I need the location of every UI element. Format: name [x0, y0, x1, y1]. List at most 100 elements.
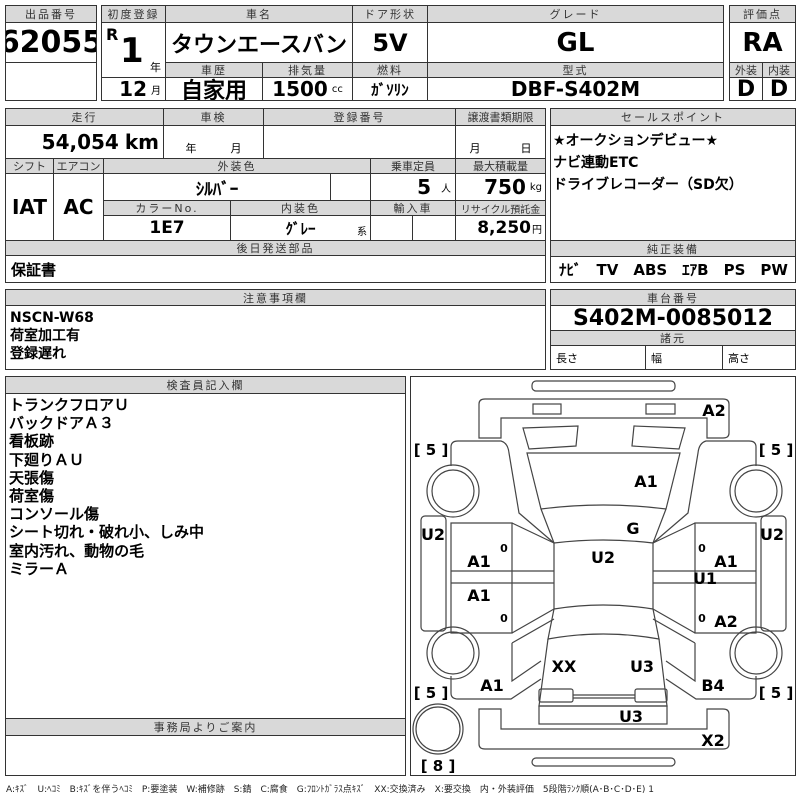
legend: A:ｷｽﾞ U:ﾍｺﾐ B:ｷｽﾞを伴うﾍｺﾐ P:要塗装 W:補修跡 S:錆 …	[6, 785, 654, 795]
right-rear-quarter	[652, 618, 757, 700]
chassis-label: 車台番号	[550, 289, 796, 306]
reg-no-value	[263, 125, 456, 159]
right-skirt	[760, 515, 787, 632]
spec-width: 幅	[645, 345, 723, 370]
ext-label: 外装	[729, 62, 763, 78]
inspector-line: ミラーＡ	[9, 559, 70, 578]
notes-label: 注意事項欄	[5, 289, 546, 306]
sales-point-label: セールスポイント	[550, 108, 796, 126]
max-load-value: 750	[484, 175, 526, 199]
rear-bumper	[478, 708, 730, 750]
score-label: 評価点	[729, 5, 796, 23]
damage-mark: A2	[714, 612, 738, 631]
first-reg-label: 初度登録	[101, 5, 166, 23]
fuel-label: 燃料	[352, 62, 428, 78]
displacement-value: 1500	[272, 77, 328, 101]
damage-mark: U2	[590, 548, 616, 567]
car-name-label: 車名	[165, 5, 353, 23]
front-bumper	[478, 398, 730, 439]
reg-no-label: 登録番号	[263, 108, 456, 126]
mileage-value: 54,054	[41, 130, 119, 154]
roof	[553, 543, 654, 610]
doc-deadline-label: 譲渡書類期限	[455, 108, 546, 126]
score-value: RA	[729, 22, 796, 63]
small-zero-mark: 0	[500, 542, 508, 555]
ac-label: エアコン	[53, 158, 104, 174]
equipment-label: 純正装備	[550, 240, 796, 257]
notes-box: NSCN-W68 荷室加工有 登録遅れ	[5, 305, 546, 370]
year: 1	[120, 31, 144, 71]
import-cell-2	[412, 215, 456, 241]
small-zero-mark: 0	[500, 612, 508, 625]
recycle-label: リサイクル預託金	[455, 200, 546, 216]
color-no-value: 1E7	[103, 215, 231, 241]
inspection-month-unit: 月	[230, 142, 242, 155]
sales-point-line: ナビ連動ETC	[553, 155, 639, 171]
rear-bar	[531, 757, 676, 767]
office-box	[5, 735, 406, 776]
grille	[522, 425, 686, 450]
damage-mark: X2	[701, 731, 725, 750]
door-label: ドア形状	[352, 5, 428, 23]
damage-mark: A1	[467, 552, 491, 571]
damage-mark: U1	[692, 569, 718, 588]
damage-mark: B4	[701, 676, 725, 695]
displacement-unit: cc	[331, 83, 343, 95]
right-front-fender	[652, 440, 757, 544]
left-front-fender	[450, 440, 555, 544]
rear-panel	[538, 705, 668, 725]
mileage-label: 走行	[5, 108, 164, 126]
int-color-label: 内装色	[230, 200, 371, 216]
ext-color-label: 外装色	[103, 158, 371, 174]
inspector-line: 天張傷	[9, 468, 55, 487]
inspector-label: 検査員記入欄	[5, 376, 406, 394]
left-skirt	[420, 515, 447, 632]
damage-mark: XX	[551, 657, 577, 676]
inspector-line: シート切れ・破れ小、しみ中	[9, 523, 205, 542]
damage-mark: A1	[714, 552, 738, 571]
damage-mark: A1	[634, 472, 658, 491]
taillight-left	[538, 688, 574, 703]
tire-left-front	[426, 464, 480, 518]
inspection-value: 年月	[163, 125, 264, 159]
lot-label: 出品番号	[5, 5, 97, 23]
damage-mark: U2	[420, 525, 446, 544]
inspector-line: コンソール傷	[9, 505, 100, 524]
int-color: ｸﾞﾚｰ系	[230, 215, 371, 241]
lot-number: 62055	[5, 22, 97, 63]
year-unit: 年	[150, 61, 161, 74]
month-unit: 月	[151, 85, 161, 97]
equipment-value: ﾅﾋﾞ TV ABS ｴｱB PS PW	[550, 256, 796, 283]
doc-month-unit: 月	[469, 142, 481, 155]
tire-right-front	[729, 464, 783, 518]
chassis-value: S402M-0085012	[550, 305, 796, 331]
history-value: 自家用	[165, 77, 263, 101]
small-zero-mark: 0	[698, 542, 706, 555]
rear-window	[547, 608, 660, 640]
grade-label: グレード	[427, 5, 724, 23]
headlight-right	[645, 403, 676, 415]
damage-mark: U3	[629, 657, 655, 676]
inspector-line: バックドアＡ３	[9, 414, 115, 433]
sales-point-box: ★オークションデビュー★ ナビ連動ETC ドライブレコーダー（SD欠）	[550, 125, 796, 241]
headlight-left	[532, 403, 562, 415]
damage-mark: U2	[759, 525, 785, 544]
inspector-line: トランクフロアＵ	[9, 396, 130, 414]
model-value: DBF-S402M	[427, 77, 724, 101]
office-label: 事務局よりご案内	[5, 718, 406, 736]
int-color-value: ｸﾞﾚｰ	[285, 219, 316, 238]
int-score: D	[762, 77, 796, 101]
damage-mark: G	[626, 519, 640, 538]
recycle-value: 8,250	[477, 218, 531, 238]
recycle-unit: 円	[532, 224, 542, 236]
tire-tread-depth: [ 5 ]	[758, 684, 794, 702]
doc-deadline-value: 月日	[455, 125, 546, 159]
inspection-year-unit: 年	[185, 142, 197, 155]
front-bar	[531, 380, 676, 392]
damage-mark: U3	[618, 707, 644, 726]
